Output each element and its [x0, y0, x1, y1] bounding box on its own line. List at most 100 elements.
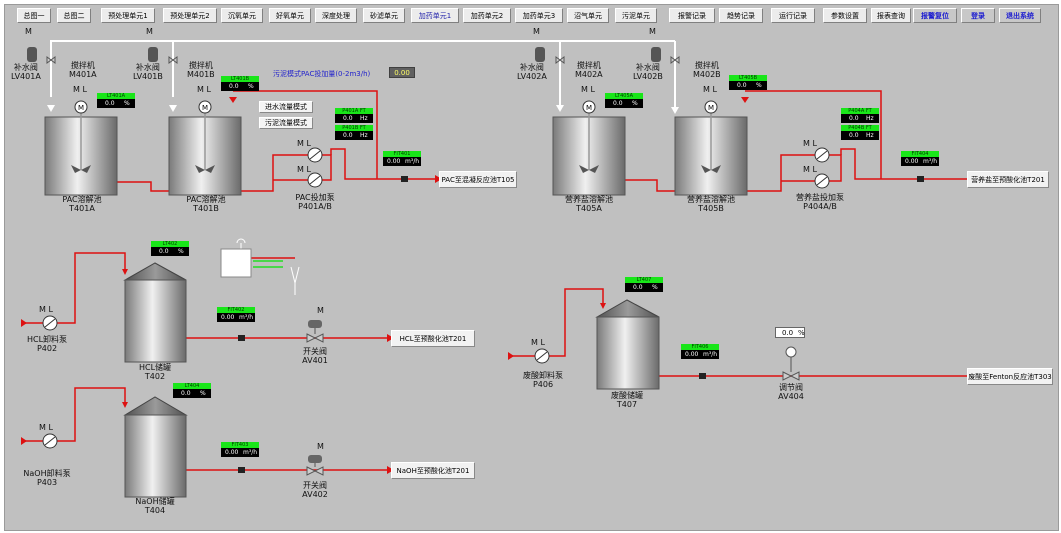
tank-t405b[interactable]	[674, 105, 748, 196]
inflow-mode-button[interactable]: 进水流量模式	[259, 101, 313, 113]
pump-impeller-marks	[44, 150, 828, 446]
water-valve-m-label-c: M	[533, 27, 540, 36]
nav-alarm-reset[interactable]: 报警复位	[913, 8, 957, 23]
red-process-pipes	[25, 90, 967, 471]
nav-aerobic[interactable]: 好氧单元	[269, 8, 311, 23]
m402b-ml: M L	[703, 85, 717, 94]
water-valve-m-label-a: M	[25, 27, 32, 36]
nav-overview-2[interactable]: 总图二	[57, 8, 91, 23]
dest-naoh-to-t201[interactable]: NaOH至预酸化池T201	[391, 462, 475, 479]
p403-ml: M L	[39, 423, 53, 432]
control-valve-av404[interactable]	[782, 346, 800, 381]
svg-text:M: M	[708, 104, 714, 112]
water-inflow-arrows	[47, 105, 679, 114]
nav-pretreat-1[interactable]: 预处理单元1	[101, 8, 155, 23]
nav-sandfilter[interactable]: 砂滤单元	[363, 8, 405, 23]
nav-settings[interactable]: 参数设置	[823, 8, 867, 23]
nav-alarm-log[interactable]: 报警记录	[669, 8, 715, 23]
motor-icons	[74, 100, 718, 114]
p401-ml-b: M L	[297, 165, 311, 174]
p404-ml: M L	[803, 139, 817, 148]
on-off-valve-av401[interactable]	[306, 320, 324, 343]
on-off-valve-av402[interactable]	[306, 455, 324, 476]
dest-hcl-to-t201[interactable]: HCL至预酸化池T201	[391, 330, 475, 347]
nav-pretreat-2[interactable]: 预处理单元2	[163, 8, 217, 23]
nav-dosing-3[interactable]: 加药单元3	[515, 8, 563, 23]
p404-ml-b: M L	[803, 165, 817, 174]
nav-run-log[interactable]: 运行记录	[771, 8, 815, 23]
tank-t401a[interactable]	[44, 105, 118, 196]
nav-trend-log[interactable]: 趋势记录	[719, 8, 763, 23]
flow-arrows	[122, 175, 974, 474]
pac-mode-text: 污泥模式PAC投加量(0-2m3/h)	[273, 70, 371, 78]
nav-login[interactable]: 登录	[961, 8, 995, 23]
nav-biogas[interactable]: 沼气单元	[567, 8, 609, 23]
vent-outlet-icon	[290, 266, 300, 295]
av401-m: M	[317, 306, 324, 315]
tank-t402[interactable]	[123, 262, 187, 363]
p402-ml: M L	[39, 305, 53, 314]
p406-ml: M L	[531, 338, 545, 347]
dest-nutrient-to-t201[interactable]: 营养盐至预酸化池T201	[967, 171, 1049, 188]
scrubber-box[interactable]	[220, 248, 252, 278]
tank-t407[interactable]	[595, 299, 660, 390]
nav-sludge[interactable]: 污泥单元	[615, 8, 657, 23]
tank-t404[interactable]	[123, 396, 188, 498]
svg-text:M: M	[78, 104, 84, 112]
nav-dosing-1[interactable]: 加药单元1	[411, 8, 459, 23]
process-diagram: M M M M	[21, 40, 974, 498]
manual-valve-icons[interactable]	[238, 176, 924, 473]
sludge-mode-button[interactable]: 污泥流量模式	[259, 117, 313, 129]
svg-text:M: M	[202, 104, 208, 112]
nav-exit[interactable]: 退出系统	[999, 8, 1041, 23]
scada-panel: 总图一 总图二 预处理单元1 预处理单元2 沉氧单元 好氧单元 深度处理 砂滤单…	[4, 4, 1059, 531]
nav-anoxic[interactable]: 沉氧单元	[221, 8, 263, 23]
tank-t405a[interactable]	[552, 105, 626, 196]
nav-reports[interactable]: 报表查询	[871, 8, 911, 23]
water-valve-icons[interactable]	[27, 47, 680, 64]
dest-pac-to-t105[interactable]: PAC至混凝反应池T105	[439, 171, 517, 188]
pac-mode-value[interactable]: 0.00	[389, 67, 415, 78]
nav-advanced[interactable]: 深度处理	[315, 8, 357, 23]
m402a-ml: M L	[581, 85, 595, 94]
svg-text:M: M	[586, 104, 592, 112]
nav-dosing-2[interactable]: 加药单元2	[463, 8, 511, 23]
av404-position-box[interactable]: 0.0%	[775, 327, 805, 338]
tank-t401b[interactable]	[168, 105, 242, 196]
dest-acid-to-t303[interactable]: 废酸至Fenton反应池T303	[967, 368, 1053, 385]
av402-m: M	[317, 442, 324, 451]
nav-overview-1[interactable]: 总图一	[17, 8, 51, 23]
